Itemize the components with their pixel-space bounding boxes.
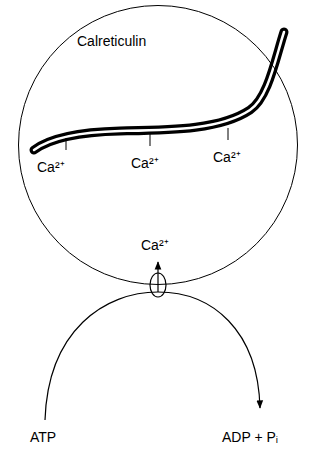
molecule-label: ADP + Pᵢ: [222, 430, 278, 445]
pump-channel: [150, 273, 166, 297]
molecule-label: ATP: [30, 430, 56, 445]
binding-tick: [228, 128, 229, 140]
ion-label: Ca²⁺: [213, 150, 241, 165]
hydrolysis-arc: [45, 292, 260, 420]
calreticulin-strand: [34, 32, 284, 150]
ion-label: Ca²⁺: [37, 160, 65, 175]
binding-tick: [66, 138, 67, 150]
binding-tick: [150, 134, 151, 146]
lumen-circle: CalreticulinCa²⁺ Ca²⁺ Ca²⁺ Ca²⁺: [18, 5, 298, 285]
calreticulin-core: [34, 32, 284, 150]
transport-arrow: [157, 262, 158, 292]
ion-label: Ca²⁺: [141, 238, 169, 253]
ion-label: Ca²⁺: [131, 156, 159, 171]
protein-name: Calreticulin: [77, 34, 146, 49]
